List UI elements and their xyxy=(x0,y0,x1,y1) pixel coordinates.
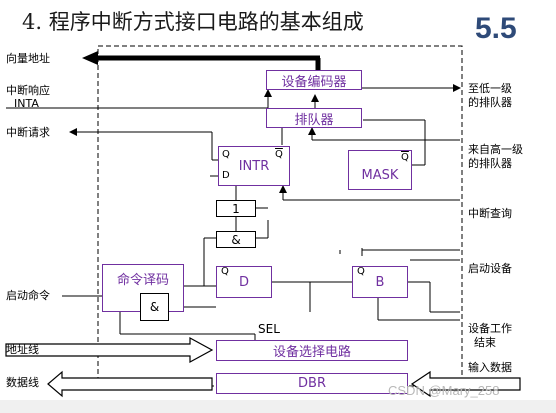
intr-d-pin: D xyxy=(222,170,230,181)
label-input-data: 输入数据 xyxy=(468,361,512,374)
inverter-one-block: 1 xyxy=(216,200,256,217)
d-flipflop-label: D xyxy=(238,274,249,290)
label-vector-address: 向量地址 xyxy=(6,52,50,65)
label-address-bus: 地址线 xyxy=(6,343,39,356)
label-to-lower-queue-2: 的排队器 xyxy=(468,96,512,109)
command-decoder-label: 命令译码 xyxy=(116,273,169,288)
device-encoder-block: 设备编码器 xyxy=(266,70,362,90)
label-device-done-2: 结束 xyxy=(474,336,496,349)
label-from-higher-queue-2: 的排队器 xyxy=(468,157,512,170)
mask-label: MASK xyxy=(361,168,399,183)
page-title: 4. 程序中断方式接口电路的基本组成 xyxy=(22,10,364,34)
b-flipflop-label: B xyxy=(375,274,385,290)
interface-boundary xyxy=(97,45,463,387)
section-number: 5.5 xyxy=(475,12,517,45)
mask-flipflop: MASK xyxy=(348,150,412,190)
b-ff-q-pin: Q xyxy=(357,266,365,277)
and-gate-lower: & xyxy=(140,293,169,321)
b-flipflop: B xyxy=(352,266,408,298)
intr-q-pin: Q xyxy=(222,149,230,160)
label-inta: INTA xyxy=(14,97,39,110)
label-data-bus: 数据线 xyxy=(6,376,39,389)
label-int-ack: 中断响应 xyxy=(6,84,50,97)
label-device-done: 设备工作 xyxy=(468,322,512,335)
label-int-query: 中断查询 xyxy=(468,207,512,220)
dbr-register: DBR xyxy=(216,373,408,394)
intr-flipflop: INTR xyxy=(218,146,290,186)
intr-qbar-pin: Q xyxy=(275,149,283,160)
label-from-higher-queue: 来自高一级 xyxy=(468,143,523,156)
label-start-command: 启动命令 xyxy=(6,289,50,302)
d-flipflop: D xyxy=(216,266,272,298)
mask-qbar-pin: Q xyxy=(401,152,409,163)
bottom-bar xyxy=(0,400,556,413)
label-int-request: 中断请求 xyxy=(6,126,50,139)
intr-label: INTR xyxy=(238,158,270,174)
label-start-device: 启动设备 xyxy=(468,262,512,275)
device-select-circuit: 设备选择电路 xyxy=(216,340,408,361)
watermark: CSDN @Mary_258 xyxy=(388,383,500,398)
label-to-lower-queue: 至低一级 xyxy=(468,82,512,95)
queue-block: 排队器 xyxy=(266,108,362,128)
sel-label: SEL xyxy=(258,322,280,336)
d-ff-q-pin: Q xyxy=(221,266,229,277)
and-gate-upper: & xyxy=(216,231,256,248)
